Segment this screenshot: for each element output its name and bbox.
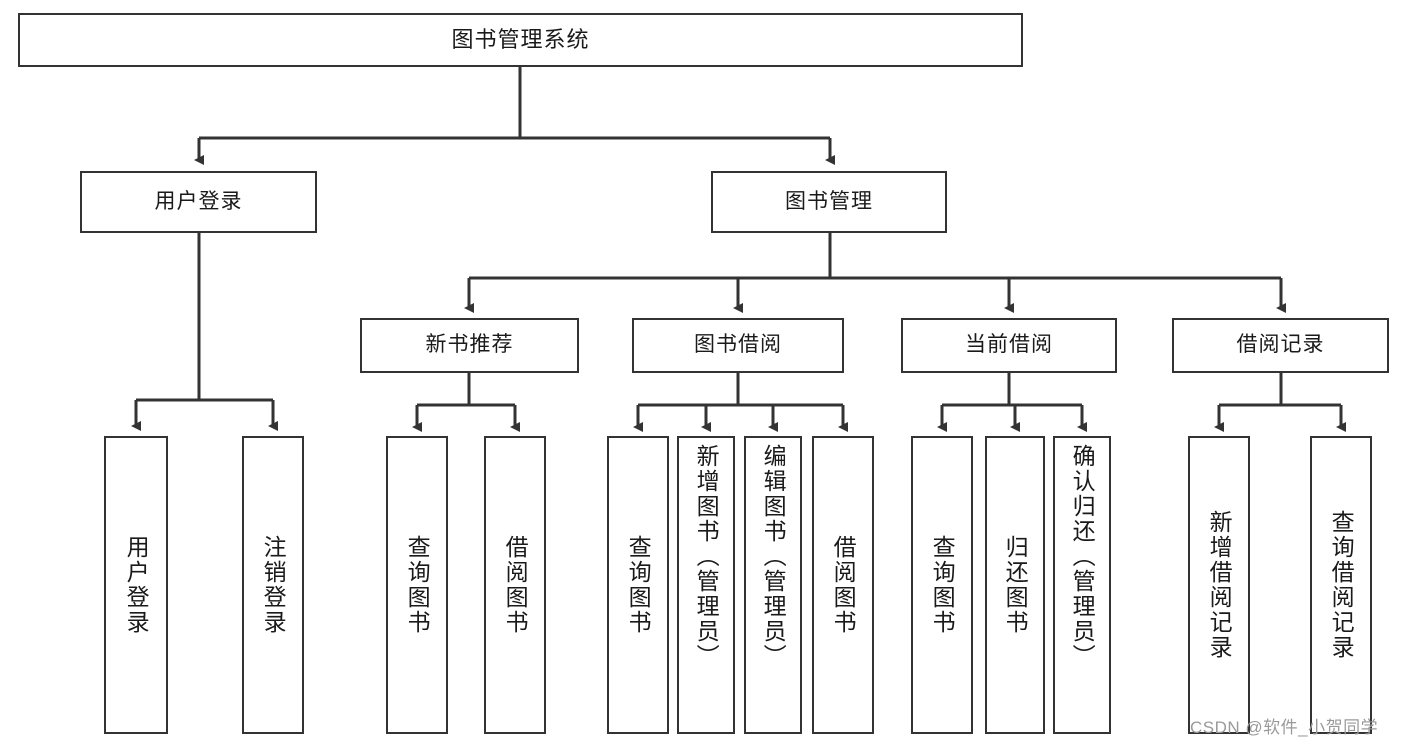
node-leaf-user-login-label: 用户登录 <box>123 535 150 635</box>
node-current-borrow-label: 当前借阅 <box>965 333 1053 357</box>
node-leaf-query-book-1[interactable]: 查询图书 <box>386 436 448 734</box>
node-leaf-add-book[interactable]: 新增图书（管理员） <box>677 436 735 734</box>
node-book-borrow-label: 图书借阅 <box>694 333 782 357</box>
node-leaf-return-book[interactable]: 归还图书 <box>985 436 1045 734</box>
node-leaf-user-login[interactable]: 用户登录 <box>104 436 168 734</box>
node-leaf-return-book-label: 归还图书 <box>1002 535 1029 635</box>
node-book-manage[interactable]: 图书管理 <box>711 171 947 233</box>
node-root-label: 图书管理系统 <box>451 27 590 53</box>
node-leaf-query-book-2-label: 查询图书 <box>625 535 652 635</box>
node-leaf-add-record-label: 新增借阅记录 <box>1206 510 1233 660</box>
node-leaf-borrow-book-1[interactable]: 借阅图书 <box>484 436 546 734</box>
node-book-borrow[interactable]: 图书借阅 <box>632 318 844 373</box>
node-leaf-borrow-book-1-label: 借阅图书 <box>502 535 529 635</box>
node-leaf-confirm-return-label: 确认归还（管理员） <box>1069 444 1096 669</box>
node-new-book-recommend-label: 新书推荐 <box>425 333 514 357</box>
node-borrow-record[interactable]: 借阅记录 <box>1172 318 1389 373</box>
node-root[interactable]: 图书管理系统 <box>18 13 1023 67</box>
node-leaf-add-book-label: 新增图书（管理员） <box>693 444 720 669</box>
node-current-borrow[interactable]: 当前借阅 <box>901 318 1117 373</box>
node-leaf-edit-book-label: 编辑图书（管理员） <box>760 444 787 669</box>
node-new-book-recommend[interactable]: 新书推荐 <box>360 318 579 373</box>
node-leaf-query-book-3-label: 查询图书 <box>929 535 956 635</box>
node-leaf-logout-label: 注销登录 <box>260 535 287 635</box>
node-book-manage-label: 图书管理 <box>785 189 873 213</box>
node-leaf-query-book-2[interactable]: 查询图书 <box>607 436 669 734</box>
node-borrow-record-label: 借阅记录 <box>1236 333 1325 357</box>
node-leaf-borrow-book-2[interactable]: 借阅图书 <box>812 436 874 734</box>
node-leaf-borrow-book-2-label: 借阅图书 <box>830 535 857 635</box>
node-leaf-logout[interactable]: 注销登录 <box>242 436 304 734</box>
node-user-login[interactable]: 用户登录 <box>80 171 317 233</box>
node-leaf-query-record-label: 查询借阅记录 <box>1328 510 1355 660</box>
node-user-login-label: 用户登录 <box>154 189 243 213</box>
node-leaf-query-book-1-label: 查询图书 <box>404 535 431 635</box>
node-leaf-confirm-return[interactable]: 确认归还（管理员） <box>1053 436 1111 734</box>
node-leaf-query-book-3[interactable]: 查询图书 <box>911 436 973 734</box>
node-leaf-add-record[interactable]: 新增借阅记录 <box>1188 436 1250 734</box>
node-leaf-query-record[interactable]: 查询借阅记录 <box>1310 436 1372 734</box>
csdn-watermark: CSDN @软件_小贺同学 <box>1190 718 1379 737</box>
node-leaf-edit-book[interactable]: 编辑图书（管理员） <box>744 436 802 734</box>
